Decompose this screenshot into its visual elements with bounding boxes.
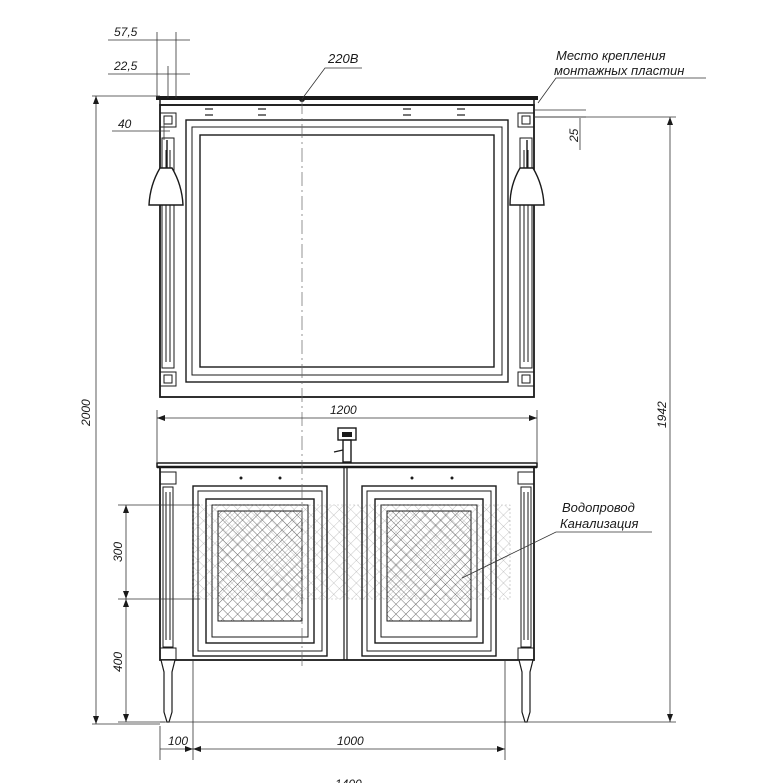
dim-40: 40 <box>118 117 132 131</box>
left-leg <box>160 659 176 723</box>
dim-1200: 1200 <box>330 403 357 417</box>
label-mount-2: монтажных пластин <box>554 63 684 78</box>
dim-1942: 1942 <box>655 401 669 428</box>
plumbing-zone <box>192 504 511 600</box>
vanity <box>156 427 538 723</box>
label-mount-1: Место крепления <box>556 48 666 63</box>
cabinet-left-pilaster <box>159 471 177 661</box>
mount-leader <box>537 77 706 104</box>
dim-22-5: 22,5 <box>113 59 138 73</box>
mirror-right-pilaster <box>517 112 535 387</box>
cabinet-right-pilaster <box>517 471 535 661</box>
dim-400: 400 <box>111 652 125 672</box>
label-220v: 220В <box>327 51 359 66</box>
label-plumbing-2: Канализация <box>560 516 638 531</box>
dim-bottom-cut: 1400 <box>335 777 362 783</box>
dim-57-5: 57,5 <box>114 25 138 39</box>
label-plumbing-1: Водопровод <box>562 500 635 515</box>
power-leader <box>301 67 362 100</box>
faucet <box>333 427 357 463</box>
mirror-cornice-top <box>156 96 538 100</box>
mirror-outer-frame <box>159 104 535 398</box>
dim-25: 25 <box>567 128 581 143</box>
dim-2000: 2000 <box>79 399 93 427</box>
mirror-left-pilaster <box>159 112 177 387</box>
mirror <box>148 96 545 398</box>
dimension-lines: 57,5 22,5 40 25 2000 1942 1200 300 400 1… <box>79 25 706 783</box>
dim-1000: 1000 <box>337 734 364 748</box>
mirror-frame <box>185 119 509 383</box>
plumbing-leader <box>461 531 652 579</box>
left-lamp <box>148 140 184 206</box>
mirror-glass <box>199 134 495 368</box>
right-lamp <box>509 140 545 206</box>
right-leg <box>518 659 534 723</box>
dim-100: 100 <box>168 734 188 748</box>
dim-300: 300 <box>111 542 125 562</box>
